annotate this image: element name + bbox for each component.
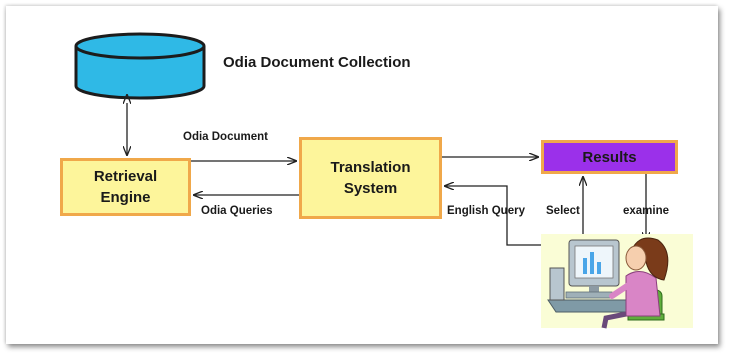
retrieval-engine-box: Retrieval Engine [60,158,191,216]
results-box: Results [541,140,678,174]
select-label: Select [546,205,580,217]
english-query-arrow [445,186,545,246]
odia-document-label: Odia Document [183,131,268,143]
odia-queries-label: Odia Queries [201,205,273,217]
translation-system-label: Translation System [330,159,411,197]
database-icon [74,32,206,100]
retrieval-engine-label: Retrieval Engine [93,168,158,206]
results-label: Results [582,148,637,166]
translation-system-box: Translation System [299,137,442,219]
english-query-label: English Query [447,205,525,217]
examine-label: examine [623,205,670,217]
document-collection-title: Odia Document Collection [223,54,411,71]
user-at-computer-icon [541,234,693,329]
